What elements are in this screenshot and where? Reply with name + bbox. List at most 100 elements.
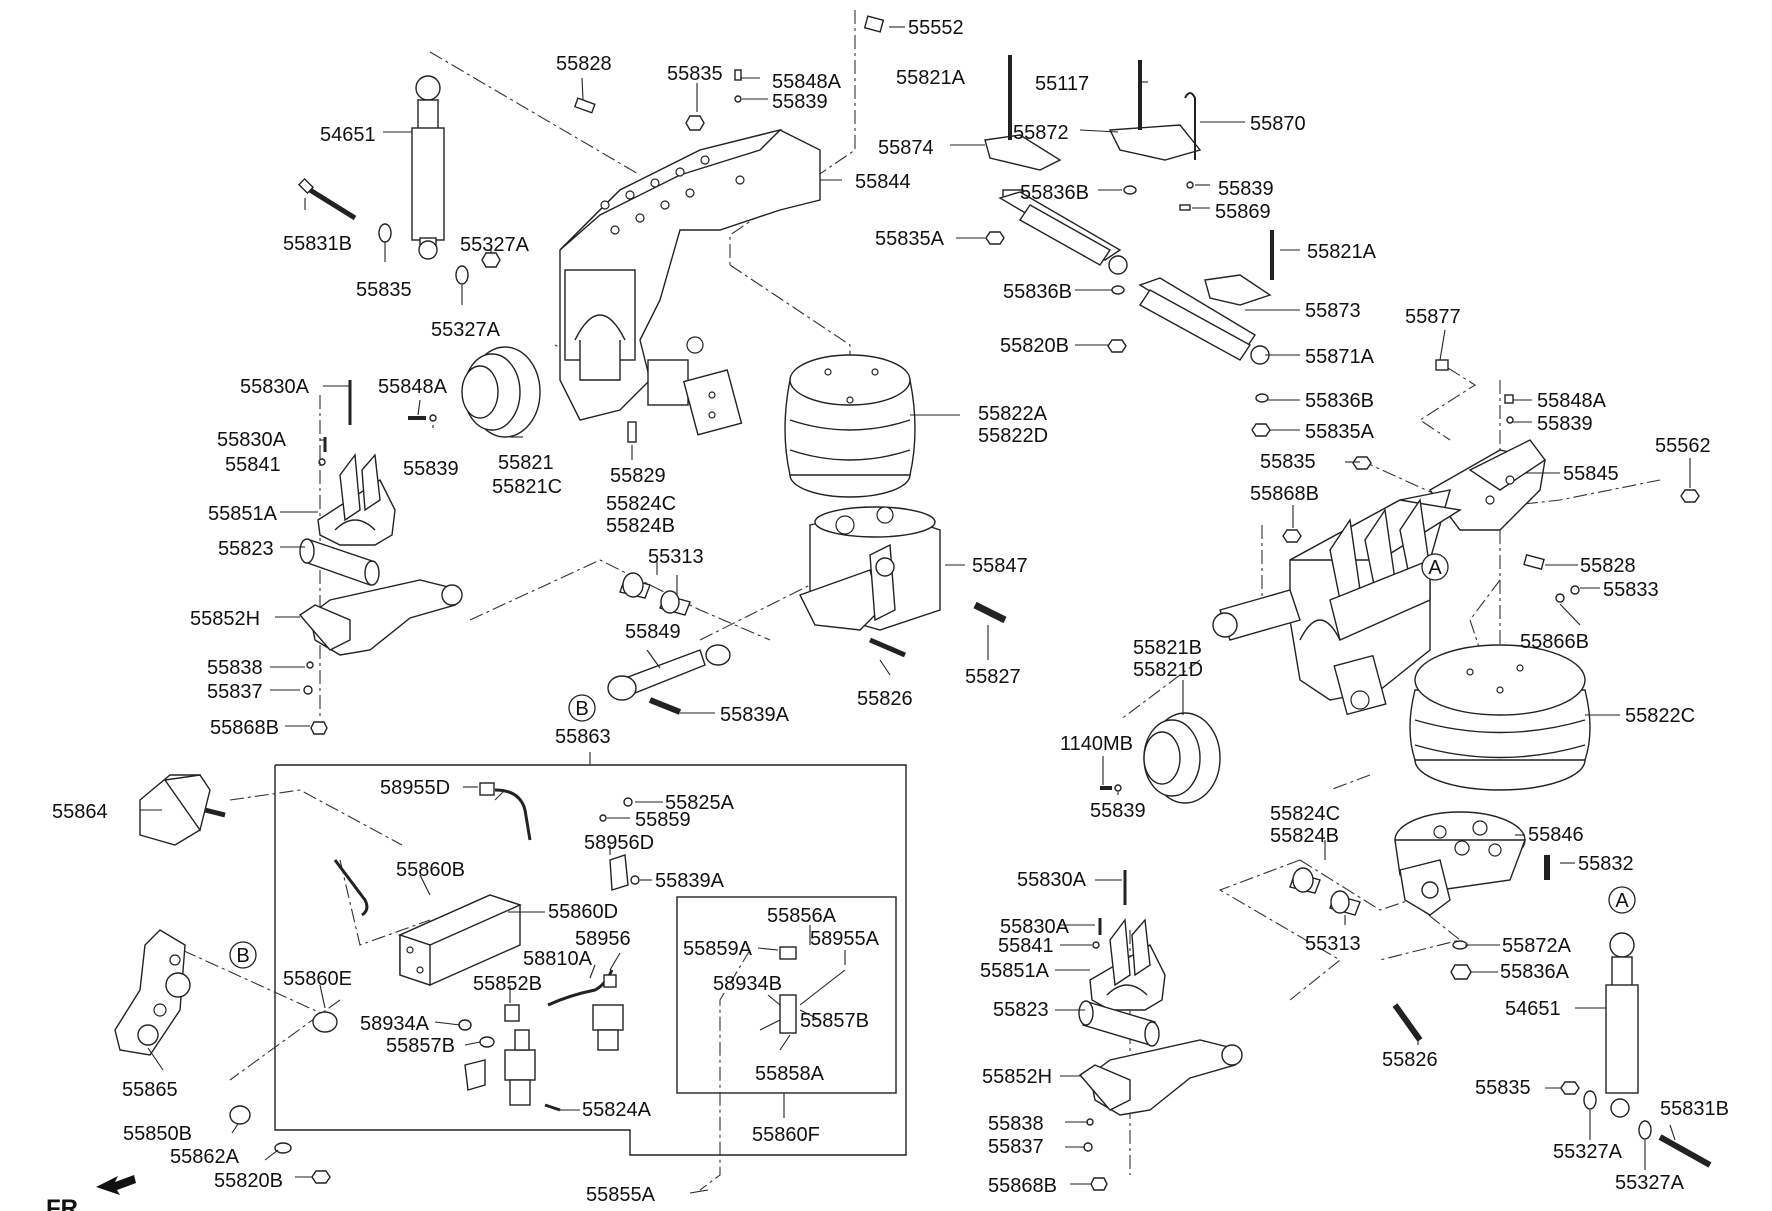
- part-label: 55837: [988, 1136, 1044, 1158]
- part-label: 55821: [498, 452, 554, 474]
- bolt-55552: [863, 15, 885, 33]
- part-label: 55838: [207, 657, 263, 679]
- trailing-arm-55852h-right: [1078, 1039, 1243, 1116]
- part-label: 55846: [1528, 824, 1584, 846]
- part-label: 55852H: [982, 1066, 1052, 1088]
- washer-55839-right-lower: [1114, 784, 1122, 792]
- shock-absorber-upper-1: [998, 189, 1128, 275]
- part-label: 55852H: [190, 608, 260, 630]
- part-label: 55837: [207, 681, 263, 703]
- bracket-55846: [1394, 811, 1527, 916]
- part-label: 55868B: [988, 1175, 1057, 1197]
- part-label: 58956: [575, 928, 631, 950]
- washer-55866b: [1555, 593, 1565, 603]
- part-label: 55857B: [800, 1010, 869, 1032]
- nut-55868b-right-lower: [1090, 1177, 1108, 1191]
- valve-58956: [592, 974, 624, 1051]
- group-box-55860f: [676, 896, 897, 1094]
- part-label: 55841: [998, 935, 1054, 957]
- washer-55872a: [1452, 940, 1468, 950]
- callout-a-upper-label: A: [1428, 557, 1442, 579]
- fitting-55857b: [479, 1036, 495, 1048]
- part-label: 55847: [972, 555, 1028, 577]
- part-label: 55862A: [170, 1146, 240, 1168]
- part-label: 55835: [1475, 1077, 1531, 1099]
- callout-b-lower-label: B: [236, 945, 249, 967]
- part-label: 55827: [965, 666, 1021, 688]
- part-label: 55835A: [875, 228, 945, 250]
- washer-55327a-right-b: [1638, 1120, 1652, 1140]
- callout-b-upper-label: B: [575, 698, 588, 720]
- part-label: 58956D: [584, 832, 654, 854]
- part-label: 55866B: [1520, 631, 1589, 653]
- bracket-55874: [984, 134, 1062, 171]
- part-label: 55327A: [460, 234, 530, 256]
- air-spring-55822c: [1409, 644, 1591, 791]
- part-label: 55850B: [123, 1123, 192, 1145]
- part-label: 55863: [555, 726, 611, 748]
- part-label: 55822A: [978, 403, 1048, 425]
- part-label: 55822D: [978, 425, 1048, 447]
- bushing-55860e: [312, 1011, 338, 1033]
- part-label: 55844: [855, 171, 911, 193]
- bracket-58956d: [609, 854, 629, 891]
- bolt-55848a-top: [734, 69, 742, 81]
- part-label: 55313: [1305, 933, 1361, 955]
- bracket-55873: [1204, 274, 1272, 306]
- part-label: 55868B: [210, 717, 279, 739]
- bolt-55828-top: [573, 97, 596, 114]
- washer-55327a-a: [378, 223, 392, 243]
- part-label: 55824C: [606, 493, 676, 515]
- washer-55859: [599, 814, 607, 822]
- part-label: 55849: [625, 621, 681, 643]
- part-label: 55826: [857, 688, 913, 710]
- frame-bracket-right: [1212, 489, 1462, 716]
- part-label: 55327A: [431, 319, 501, 341]
- part-label: 55821D: [1133, 659, 1203, 681]
- bracket-55847: [799, 506, 941, 631]
- bolt-55829: [627, 421, 637, 443]
- part-labels: 55552 55828 55835 55848A 55839 54651 558…: [52, 17, 1729, 1206]
- part-label: 55825A: [665, 792, 735, 814]
- part-label: 58934A: [360, 1013, 430, 1035]
- part-label: 55313: [648, 546, 704, 568]
- bolt-55839a-valve: [630, 875, 640, 885]
- washer-55838: [306, 661, 314, 669]
- part-label: 55869: [1215, 201, 1271, 223]
- hose-left: [333, 859, 369, 917]
- shock-absorber-54651-right: [1605, 932, 1639, 1118]
- hose-58955d: [494, 788, 532, 841]
- bracket-55851a-left: [317, 453, 396, 546]
- air-spring-55821b: [1143, 712, 1221, 804]
- part-label: 55855A: [586, 1184, 656, 1206]
- fitting-55824a: [544, 1103, 561, 1112]
- part-label: 55860B: [396, 859, 465, 881]
- part-label: 55820B: [1000, 335, 1069, 357]
- leader-lines: [140, 26, 1691, 1194]
- part-label: 55327A: [1553, 1141, 1623, 1163]
- part-label: 55865: [122, 1079, 178, 1101]
- part-label: 55860E: [283, 968, 352, 990]
- part-label: 55820B: [214, 1170, 283, 1192]
- bracket-55864: [139, 774, 226, 846]
- washer-55837-right: [1083, 1142, 1093, 1152]
- bushing-55824c-right: [1289, 867, 1321, 894]
- part-label: 55856A: [767, 905, 837, 927]
- bolt-55831b-left: [297, 177, 357, 221]
- part-label: 55821A: [896, 67, 966, 89]
- part-label: 55821B: [1133, 637, 1202, 659]
- valve-body-55860: [398, 894, 522, 986]
- bushing-55313-left: [659, 590, 691, 616]
- part-label: 55830A: [217, 429, 287, 451]
- part-label: 55828: [1580, 555, 1636, 577]
- nut-55835a-top: [985, 231, 1005, 245]
- nut-55868b-left: [310, 721, 328, 735]
- link-55849: [607, 644, 731, 701]
- part-label: 55824B: [606, 515, 675, 537]
- air-spring-55822a: [784, 354, 916, 498]
- nut-55833: [1570, 585, 1580, 595]
- nut-55562: [1680, 489, 1700, 503]
- frame-bracket-55844: [559, 128, 821, 436]
- callout-a-lower: [1608, 886, 1636, 914]
